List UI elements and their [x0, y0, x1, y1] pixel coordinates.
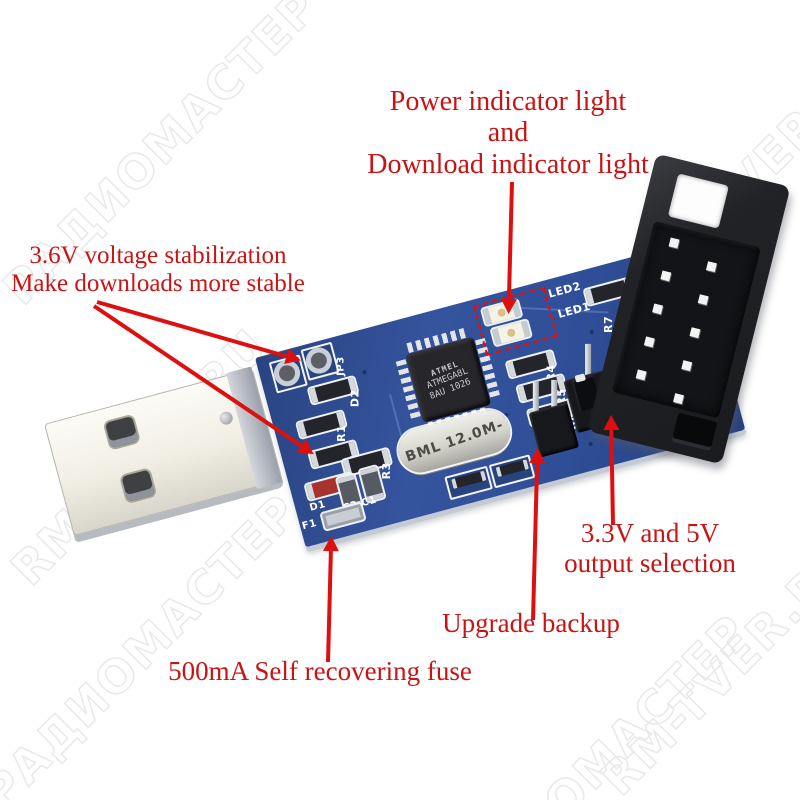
smd-pad: [444, 465, 493, 501]
silkscreen-r3: R3: [380, 462, 394, 480]
idc-shroud-notch: [667, 173, 729, 229]
silkscreen-d2: D2: [348, 389, 362, 408]
silkscreen-led1: LED1: [556, 299, 592, 321]
jp3-pad: [300, 341, 340, 381]
usb-shell-hole: [121, 469, 156, 502]
crystal-marking: BML 12.0M-: [403, 416, 506, 466]
annotation-fuse: 500mA Self recovering fuse: [168, 656, 472, 686]
silkscreen-d1: D1: [308, 498, 327, 514]
arrow-to-voltage-jumper: [603, 414, 621, 526]
arrow-to-upgrade-header: [525, 447, 546, 621]
fuse-f1: [319, 500, 367, 533]
usb-shell-hole: [104, 415, 139, 449]
annotation-output-selection: 3.3V and 5V output selection: [564, 518, 736, 579]
silkscreen-led2: LED2: [546, 279, 583, 301]
annotation-voltage-stabilization: 3.6V voltage stabilization Make download…: [11, 242, 305, 297]
annotation-power-led: Power indicator light and Download indic…: [367, 86, 649, 180]
through-hole: [302, 344, 335, 377]
usb-shell-dimple: [218, 410, 235, 427]
smd-component: [451, 470, 487, 490]
via: [588, 441, 594, 447]
idc-key-slot: [671, 412, 718, 452]
via: [589, 329, 595, 335]
annotation-upgrade-backup: Upgrade backup: [442, 608, 620, 638]
smd-component: [495, 459, 530, 478]
silkscreen-r1: R1: [334, 424, 348, 442]
idc-cavity: [611, 220, 761, 419]
arrow-to-fuse-f1: [320, 535, 340, 663]
silkscreen-jp3: JP3: [335, 356, 347, 376]
silkscreen-f1: F1: [300, 517, 319, 533]
via: [361, 369, 367, 375]
